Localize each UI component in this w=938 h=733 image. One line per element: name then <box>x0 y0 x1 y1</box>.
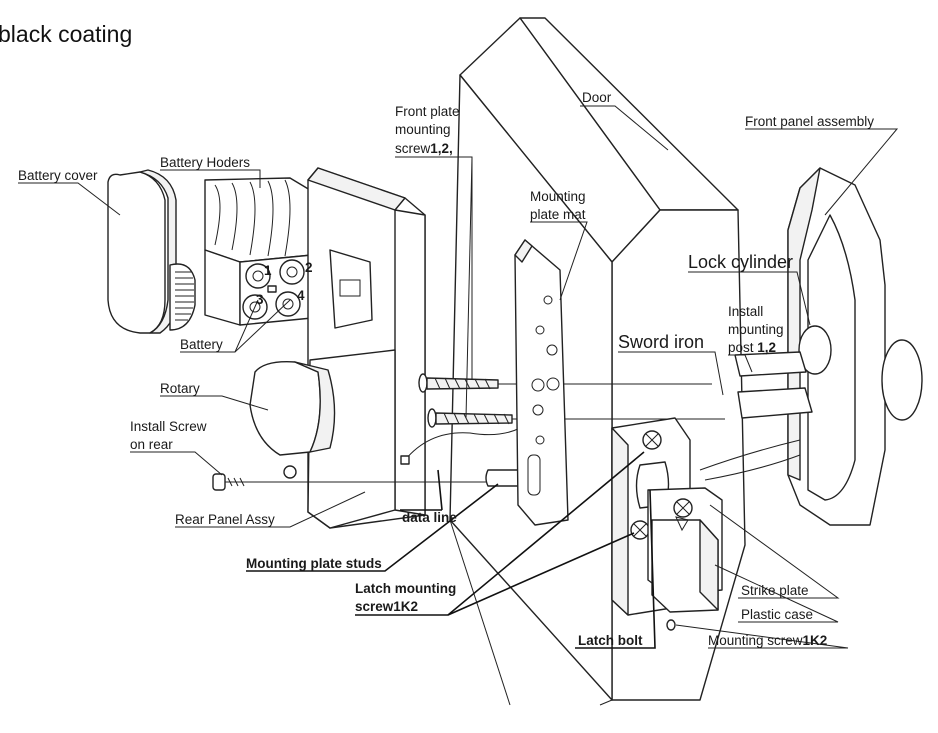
diagram-title: black coating <box>0 21 132 47</box>
battery-number-1: 1 <box>264 263 272 278</box>
label-install-post-line1: Install <box>728 304 763 319</box>
label-door: Door <box>582 90 612 105</box>
front-panel-illustration <box>699 167 923 526</box>
battery-holder-illustration <box>204 177 379 326</box>
label-plastic-case: Plastic case <box>741 607 813 622</box>
label-battery: Battery <box>180 337 223 352</box>
label-strike-plate: Strike plate <box>741 583 809 598</box>
label-front-plate-screw-line1: Front plate <box>395 104 460 119</box>
label-install-post-line3: post 1,2 <box>728 340 776 355</box>
battery-cover-illustration <box>107 169 196 334</box>
label-rotary: Rotary <box>160 381 200 396</box>
mounting-plate-mat-illustration <box>514 239 569 526</box>
label-sword-iron: Sword iron <box>618 332 704 352</box>
label-rear-panel-assy: Rear Panel Assy <box>175 512 275 527</box>
label-mounting-screw: Mounting screw1K2 <box>708 633 827 648</box>
label-battery-holders: Battery Hoders <box>160 155 250 170</box>
label-mounting-plate-mat-line1: Mounting <box>530 189 586 204</box>
label-mounting-plate-mat-line2: plate mat <box>530 207 586 222</box>
battery-number-2: 2 <box>305 260 313 275</box>
label-front-panel-assembly: Front panel assembly <box>745 114 874 129</box>
battery-number-3: 3 <box>256 292 264 307</box>
label-latch-bolt: Latch bolt <box>578 633 643 648</box>
battery-number-4: 4 <box>297 288 305 303</box>
label-lock-cylinder: Lock cylinder <box>688 252 793 272</box>
label-mounting-plate-studs: Mounting plate studs <box>246 556 382 571</box>
label-latch-screw-line2: screw1K2 <box>355 599 418 614</box>
rotary-knob-illustration <box>249 361 336 456</box>
label-front-plate-screw-line3: screw1,2, <box>395 141 453 156</box>
latch-illustration <box>611 417 723 631</box>
labels: Battery cover Battery Hoders 1 2 3 4 Bat… <box>18 90 874 648</box>
label-data-line: data line <box>402 510 457 525</box>
label-install-screw-line1: Install Screw <box>130 419 207 434</box>
label-front-plate-screw-line2: mounting <box>395 122 451 137</box>
label-battery-cover: Battery cover <box>18 168 98 183</box>
label-install-screw-line2: on rear <box>130 437 173 452</box>
leader-lines <box>18 105 899 649</box>
label-latch-screw-line1: Latch mounting <box>355 581 456 596</box>
rear-panel-illustration <box>283 167 426 529</box>
label-install-post-line2: mounting <box>728 322 784 337</box>
